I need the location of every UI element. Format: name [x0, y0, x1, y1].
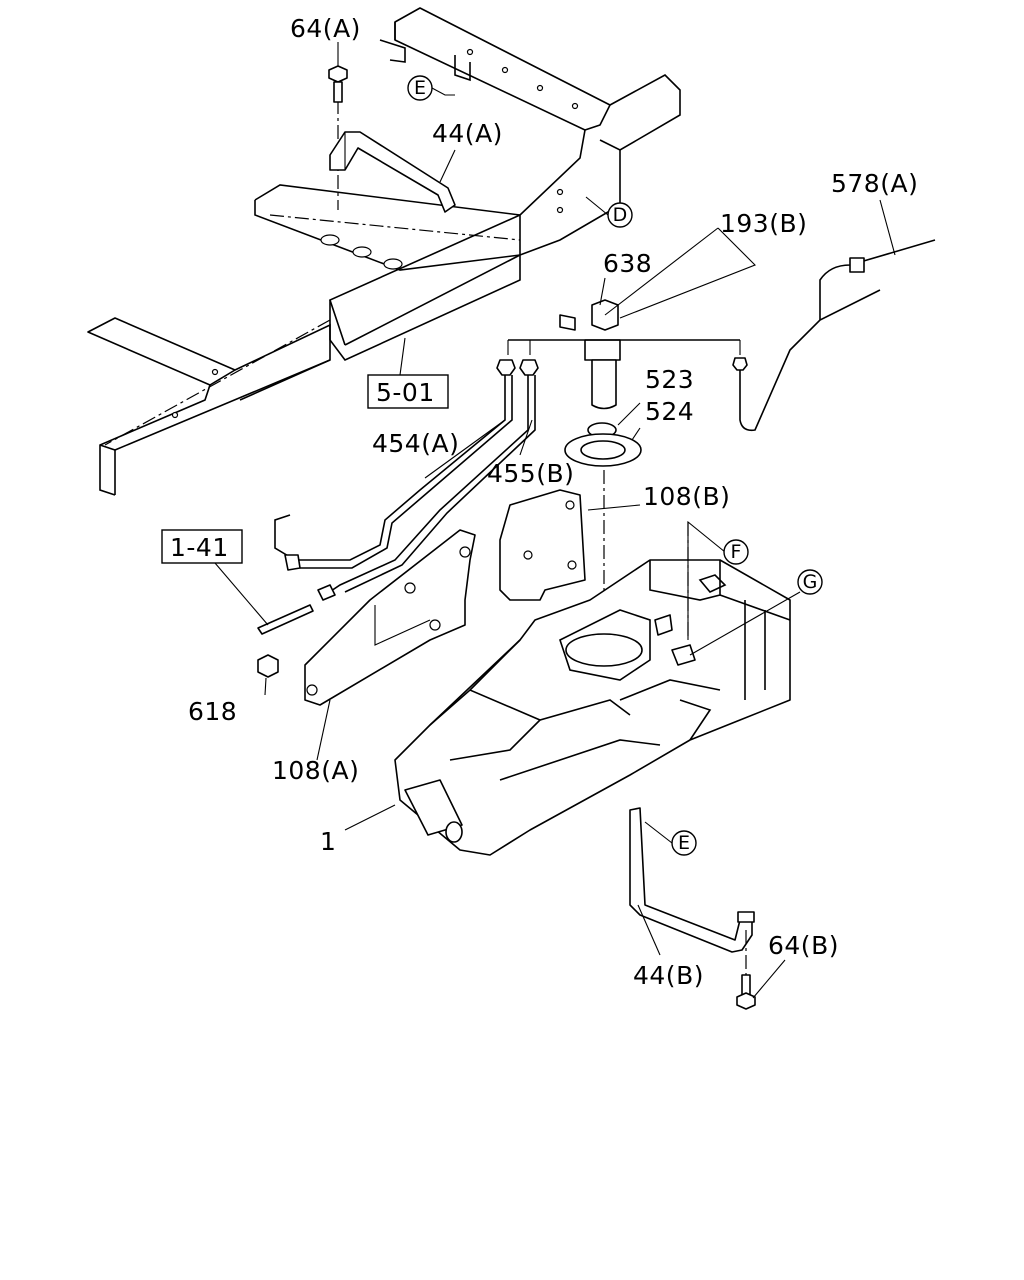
- callout-44a: 44(A): [432, 119, 503, 148]
- clip-618: [257, 654, 279, 678]
- marker-e-bottom: E: [671, 830, 697, 856]
- frame-rail-lower: [87, 317, 331, 496]
- marker-f: F: [723, 539, 749, 565]
- callout-454a: 454(A): [372, 429, 459, 458]
- retainer-ring-524: [564, 433, 642, 467]
- strap-44a: [329, 131, 456, 213]
- marker-d-letter: D: [613, 204, 628, 226]
- marker-d: D: [607, 202, 633, 228]
- callout-108a: 108(A): [272, 756, 359, 785]
- callout-64b: 64(B): [768, 931, 839, 960]
- callout-523: 523: [645, 365, 694, 394]
- reference-box-5-01: 5-01: [367, 374, 449, 409]
- frame-centerline-lower: [104, 319, 331, 446]
- callout-64a: 64(A): [290, 14, 361, 43]
- marker-f-letter: F: [731, 541, 742, 563]
- callout-108b: 108(B): [643, 482, 730, 511]
- callout-638: 638: [603, 249, 652, 278]
- strap-44b: [629, 807, 755, 953]
- callout-524: 524: [645, 397, 694, 426]
- callout-455b: 455(B): [487, 459, 574, 488]
- frame-centerline-upper: [269, 214, 521, 241]
- leader-lines: [214, 42, 896, 999]
- reference-box-1-41: 1-41: [161, 529, 243, 564]
- fuel-line-578a: [732, 239, 936, 432]
- reference-label-1-41: 1-41: [170, 533, 229, 562]
- pin-1-41: [257, 604, 314, 635]
- callout-1: 1: [320, 827, 336, 856]
- bolt-64a: [328, 65, 348, 103]
- marker-e-top-letter: E: [414, 77, 426, 99]
- fuel-tank-1: [394, 559, 791, 856]
- callout-44b: 44(B): [633, 961, 704, 990]
- reference-label-5-01: 5-01: [376, 378, 435, 407]
- fuel-line-454a: [274, 359, 516, 571]
- marker-g: G: [797, 569, 823, 595]
- heat-shield-108a: [304, 529, 476, 706]
- callout-618: 618: [188, 697, 237, 726]
- marker-e-top: E: [407, 75, 433, 101]
- bolt-64b: [736, 974, 756, 1010]
- heat-shield-108b: [499, 489, 586, 601]
- frame-rail-upper: [254, 7, 681, 361]
- marker-g-letter: G: [803, 571, 818, 593]
- marker-e-bottom-letter: E: [678, 832, 690, 854]
- callout-193b: 193(B): [720, 209, 807, 238]
- callout-578a: 578(A): [831, 169, 918, 198]
- fuel-pump-sender-193b: [507, 299, 741, 410]
- fuel-line-455b: [317, 359, 539, 601]
